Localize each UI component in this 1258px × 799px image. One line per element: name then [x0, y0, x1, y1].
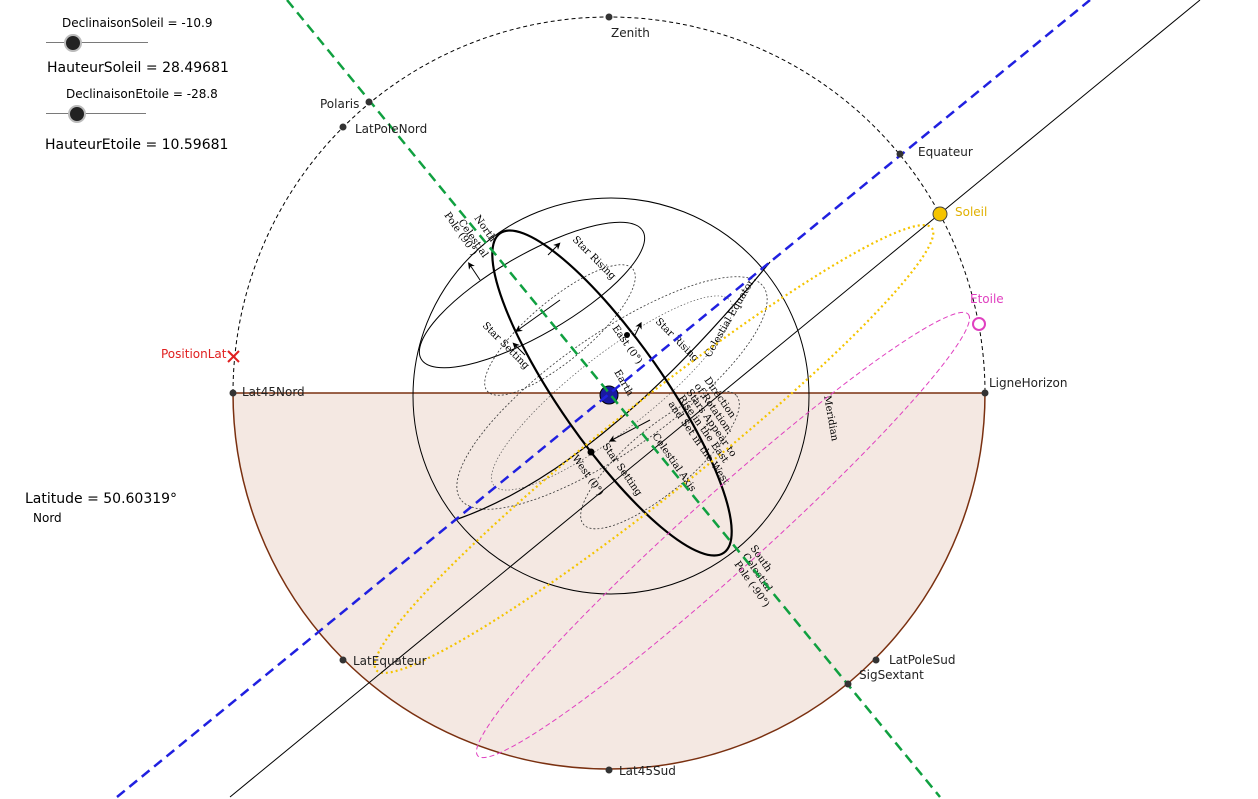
- etoile-label: Etoile: [970, 292, 1004, 306]
- sky-hemisphere-arc: [232, 16, 986, 394]
- inner-celestial-globe: [412, 197, 810, 595]
- below-horizon-region: [233, 393, 985, 769]
- zenith-point[interactable]: [605, 13, 613, 21]
- hemisphere-label: Nord: [33, 511, 62, 525]
- position-lat-label: PositionLat: [161, 347, 227, 361]
- sig-sextant-point[interactable]: [844, 680, 852, 688]
- polaris-label: Polaris: [320, 97, 359, 111]
- ligne-horizon-label: LigneHorizon: [989, 376, 1068, 390]
- lat45-nord-point[interactable]: [229, 389, 237, 397]
- star-rising-annotation-2: Star Rising: [653, 316, 701, 364]
- diagram-points: [227, 13, 989, 774]
- declinaison-etoile-label: DeclinaisonEtoile = -28.8: [66, 87, 218, 101]
- polaris-point[interactable]: [365, 98, 373, 106]
- equateur-point[interactable]: [896, 150, 904, 158]
- lat-pole-sud-point[interactable]: [872, 656, 880, 664]
- lat-pole-sud-label: LatPoleSud: [889, 653, 955, 667]
- hauteur-soleil-value: HauteurSoleil = 28.49681: [47, 60, 229, 76]
- lat45-sud-label: Lat45Sud: [619, 764, 676, 778]
- celestial-equator-annotation: Celestial Equator: [703, 277, 757, 359]
- declinaison-soleil-slider-handle[interactable]: [64, 34, 82, 52]
- celestial-axis-line: [286, 0, 941, 798]
- point-labels: Zenith Polaris LatPoleNord Equateur Sole…: [161, 26, 1068, 778]
- soleil-label: Soleil: [955, 205, 987, 219]
- lat45-nord-label: Lat45Nord: [242, 385, 305, 399]
- lat-pole-nord-point[interactable]: [339, 123, 347, 131]
- equateur-label: Equateur: [918, 145, 973, 159]
- declinaison-soleil-slider-track[interactable]: [46, 42, 148, 43]
- hauteur-etoile-value: HauteurEtoile = 10.59681: [45, 137, 229, 153]
- sig-sextant-label: SigSextant: [859, 668, 924, 682]
- etoile-point[interactable]: [972, 317, 986, 331]
- observer-line: [229, 0, 1201, 798]
- lat-pole-nord-label: LatPoleNord: [355, 122, 427, 136]
- lat-equateur-label: LatEquateur: [353, 654, 427, 668]
- zenith-label: Zenith: [611, 26, 650, 40]
- celestial-equator-line: [116, 0, 1091, 798]
- declinaison-soleil-label: DeclinaisonSoleil = -10.9: [62, 16, 213, 30]
- declinaison-etoile-slider-handle[interactable]: [68, 105, 86, 123]
- declinaison-etoile-slider-track[interactable]: [46, 113, 146, 114]
- latitude-value: Latitude = 50.60319°: [25, 491, 178, 507]
- ligne-horizon-point[interactable]: [981, 389, 989, 397]
- soleil-point[interactable]: [932, 206, 948, 222]
- east-annotation: East (0°): [610, 323, 645, 366]
- lat45-sud-point[interactable]: [605, 766, 613, 774]
- position-lat-marker[interactable]: [227, 350, 240, 363]
- lat-equateur-point[interactable]: [339, 656, 347, 664]
- star-rising-annotation-1: Star Rising: [570, 234, 618, 282]
